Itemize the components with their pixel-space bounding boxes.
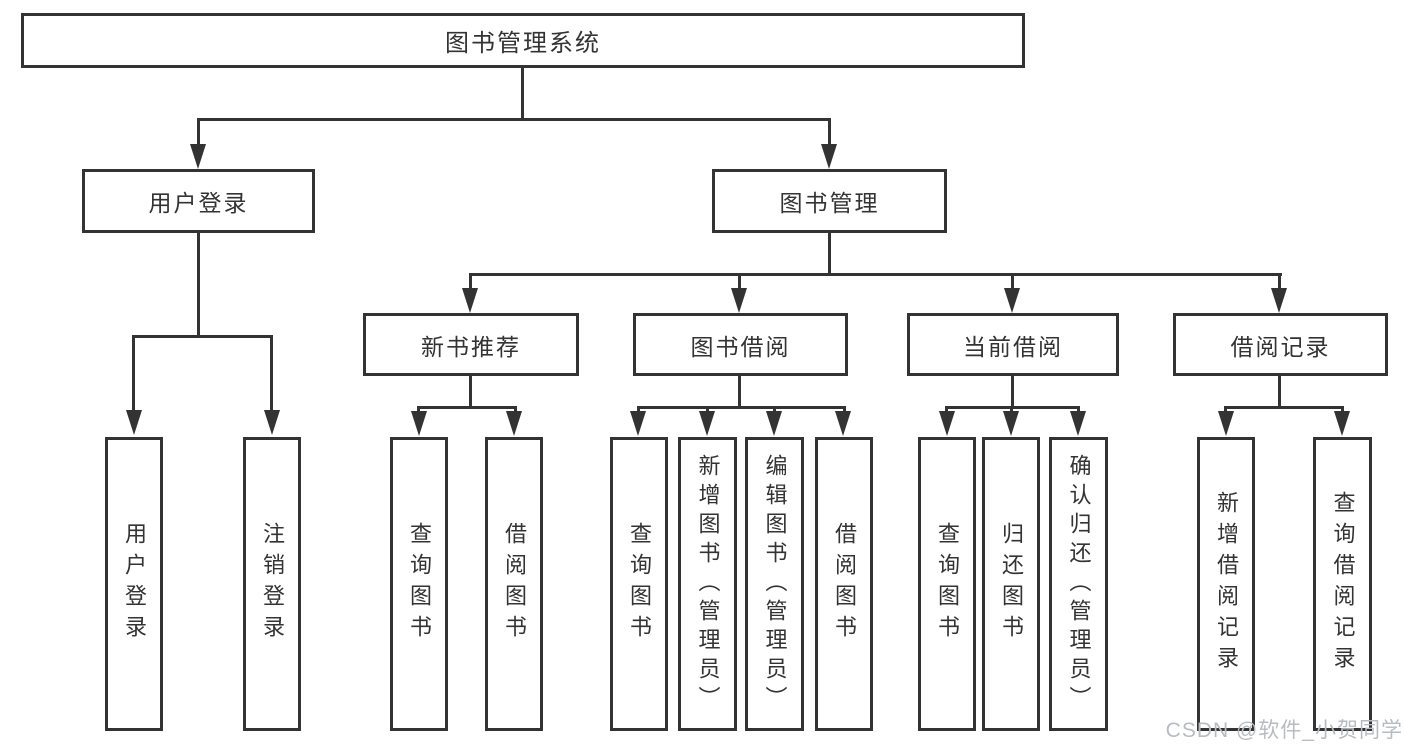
arrowhead-down-icon <box>1218 411 1234 436</box>
connector-book-mgmt-bar <box>469 273 1282 276</box>
connector-drop-line <box>1278 273 1281 291</box>
leaf-borrow-books-2: 借阅图书 <box>815 437 873 731</box>
arrowhead-down-icon <box>939 411 955 436</box>
arrowhead-down-icon <box>462 288 478 313</box>
connector-drop-line <box>514 406 517 413</box>
node-label: 图书管理系统 <box>445 30 601 57</box>
leaf-add-books-admin: 新增图书（管理员） <box>678 437 737 731</box>
node-library-management-system: 图书管理系统 <box>21 13 1025 68</box>
arrowhead-down-icon <box>1003 411 1019 436</box>
node-label: 图书管理 <box>779 190 880 216</box>
arrowhead-down-icon <box>1334 411 1350 436</box>
connector-drop-line <box>1224 406 1227 413</box>
leaf-add-borrow-record: 新增借阅记录 <box>1197 437 1255 731</box>
arrowhead-down-icon <box>264 410 280 435</box>
arrowhead-down-icon <box>731 288 747 313</box>
connector-drop-line <box>706 406 709 413</box>
node-label: 新书推荐 <box>421 333 521 360</box>
node-label: 查询图书 <box>935 522 960 646</box>
connector-new-book-bar <box>417 406 517 409</box>
node-label: 新增图书（管理员） <box>695 453 721 715</box>
node-label: 用户登录 <box>148 190 249 216</box>
arrowhead-down-icon <box>190 144 206 169</box>
arrowhead-down-icon <box>126 410 142 435</box>
arrowhead-down-icon <box>766 411 782 436</box>
node-label: 编辑图书（管理员） <box>762 453 788 715</box>
node-label: 借阅图书 <box>502 522 527 646</box>
arrowhead-down-icon <box>630 411 646 436</box>
node-label: 借阅记录 <box>1230 333 1331 360</box>
arrowhead-down-icon <box>699 411 715 436</box>
arrowhead-down-icon <box>506 411 522 436</box>
connector-drop-line <box>738 273 741 291</box>
node-new-book-recommendation: 新书推荐 <box>363 313 579 376</box>
leaf-confirm-return-admin: 确认归还（管理员） <box>1049 437 1108 731</box>
node-book-management: 图书管理 <box>712 169 947 233</box>
arrowhead-down-icon <box>1271 288 1287 313</box>
connector-current-borrow-stem <box>1011 376 1014 409</box>
connector-borrow-record-bar <box>1224 406 1344 409</box>
connector-drop-line <box>197 118 200 146</box>
connector-drop-line <box>773 406 776 413</box>
node-label: 查询借阅记录 <box>1330 491 1356 677</box>
node-label: 借阅图书 <box>832 522 857 646</box>
node-book-borrowing: 图书借阅 <box>633 313 848 376</box>
leaf-return-books: 归还图书 <box>982 437 1040 731</box>
connector-drop-line <box>843 406 846 413</box>
connector-drop-line <box>945 406 948 413</box>
connector-new-book-stem <box>469 376 472 409</box>
arrowhead-down-icon <box>835 411 851 436</box>
connector-user-login-stem <box>197 233 200 338</box>
connector-drop-line <box>1011 273 1014 291</box>
node-label: 图书借阅 <box>690 333 791 360</box>
arrowhead-down-icon <box>1070 411 1086 436</box>
connector-drop-line <box>469 273 472 291</box>
connector-root-stem <box>521 68 524 121</box>
connector-drop-line <box>828 118 831 146</box>
node-label: 用户登录 <box>122 522 147 646</box>
connector-drop-line <box>417 406 420 413</box>
connector-book-borrow-bar <box>637 406 846 409</box>
connector-drop-line <box>1077 406 1080 413</box>
leaf-query-books-1: 查询图书 <box>390 437 448 731</box>
arrowhead-down-icon <box>411 411 427 436</box>
connector-root-bar <box>197 118 831 121</box>
connector-drop-line <box>270 335 273 411</box>
leaf-logout-login: 注销登录 <box>243 437 301 731</box>
arrowhead-down-icon <box>821 144 837 169</box>
connector-drop-line <box>132 335 135 411</box>
leaf-query-books-3: 查询图书 <box>918 437 976 731</box>
leaf-query-borrow-record: 查询借阅记录 <box>1313 437 1372 731</box>
connector-book-mgmt-stem <box>828 233 831 276</box>
node-label: 查询图书 <box>407 522 432 646</box>
node-label: 归还图书 <box>999 522 1024 646</box>
watermark-csdn: CSDN @软件_小贺同学 <box>1165 719 1403 742</box>
node-label: 新增借阅记录 <box>1214 491 1239 677</box>
connector-user-login-bar <box>132 335 273 338</box>
leaf-user-login: 用户登录 <box>105 437 163 731</box>
arrowhead-down-icon <box>1004 288 1020 313</box>
connector-drop-line <box>1010 406 1013 413</box>
connector-borrow-record-stem <box>1278 376 1281 409</box>
leaf-edit-books-admin: 编辑图书（管理员） <box>745 437 804 731</box>
connector-book-borrow-stem <box>738 376 741 409</box>
node-label: 确认归还（管理员） <box>1066 453 1092 715</box>
node-label: 注销登录 <box>260 522 285 646</box>
node-label: 当前借阅 <box>963 333 1063 360</box>
connector-drop-line <box>1341 406 1344 413</box>
node-label: 查询图书 <box>627 522 652 646</box>
node-borrowing-records: 借阅记录 <box>1173 313 1388 376</box>
node-user-login: 用户登录 <box>82 169 315 233</box>
node-current-borrowing: 当前借阅 <box>907 313 1119 376</box>
leaf-borrow-books-1: 借阅图书 <box>485 437 543 731</box>
leaf-query-books-2: 查询图书 <box>610 437 668 731</box>
connector-drop-line <box>637 406 640 413</box>
